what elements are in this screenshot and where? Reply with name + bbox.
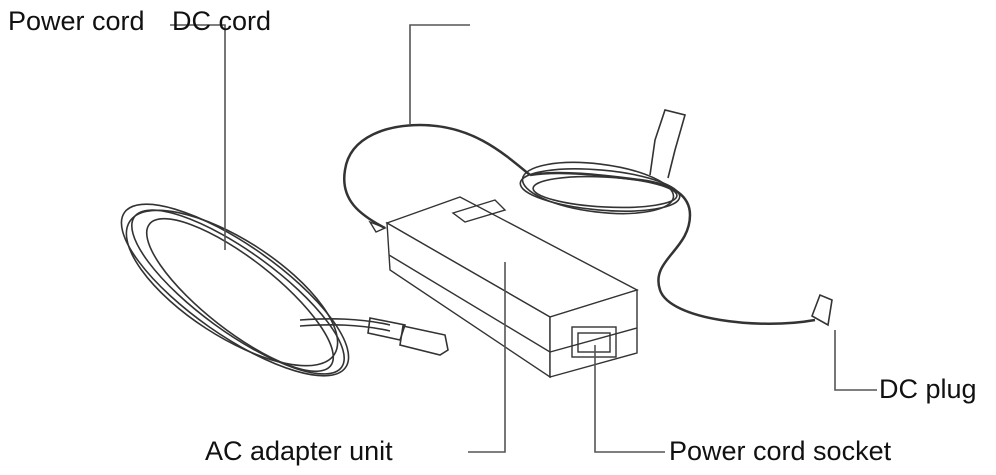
label-ac-adapter-unit: AC adapter unit: [205, 436, 393, 466]
label-dc-plug: DC plug: [879, 374, 977, 404]
label-dc-cord: DC cord: [172, 6, 272, 36]
socket-drawing: [571, 326, 617, 358]
dc-plug-drawing: [811, 293, 833, 327]
label-power-cord-socket: Power cord socket: [669, 436, 892, 466]
ac-plug: [367, 317, 449, 356]
power-cord-coil: [120, 203, 391, 377]
dc-cord: [342, 123, 531, 230]
adapter-body: [368, 196, 639, 379]
label-power-cord: Power cord: [8, 6, 145, 36]
dc-cord-coil: [519, 109, 686, 215]
leader-dc-plug: [834, 330, 877, 391]
leader-dc-cord: [409, 24, 470, 125]
leader-ac-adapter: [468, 262, 506, 453]
leader-power-cord: [170, 24, 226, 250]
leader-socket: [594, 345, 665, 453]
